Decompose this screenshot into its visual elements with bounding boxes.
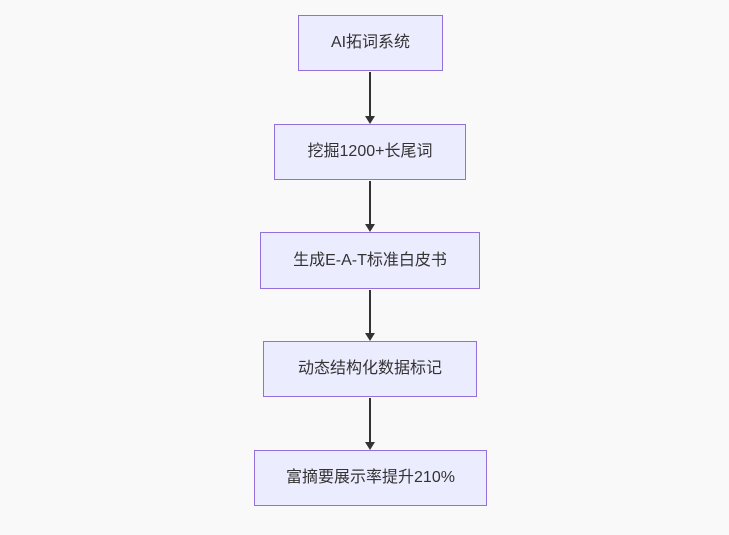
arrow-down-connector-3 bbox=[365, 290, 375, 341]
arrow-down-connector-1 bbox=[365, 72, 375, 124]
arrow-down-connector-4 bbox=[365, 398, 375, 450]
flow-node-label: AI拓词系统 bbox=[330, 34, 411, 52]
flow-node-rich-snippet-result: 富摘要展示率提升210% bbox=[254, 450, 487, 506]
flow-node-label: 挖掘1200+长尾词 bbox=[307, 143, 433, 161]
flow-node-ai-keyword-system: AI拓词系统 bbox=[298, 15, 443, 71]
flow-node-label: 生成E-A-T标准白皮书 bbox=[293, 251, 447, 269]
flow-node-label: 动态结构化数据标记 bbox=[297, 360, 442, 378]
flow-node-label: 富摘要展示率提升210% bbox=[286, 469, 455, 487]
flow-node-eat-whitepaper: 生成E-A-T标准白皮书 bbox=[260, 232, 480, 289]
arrow-down-connector-2 bbox=[365, 181, 375, 232]
flow-node-structured-data-markup: 动态结构化数据标记 bbox=[263, 341, 477, 397]
flow-node-longtail-mining: 挖掘1200+长尾词 bbox=[274, 124, 466, 180]
